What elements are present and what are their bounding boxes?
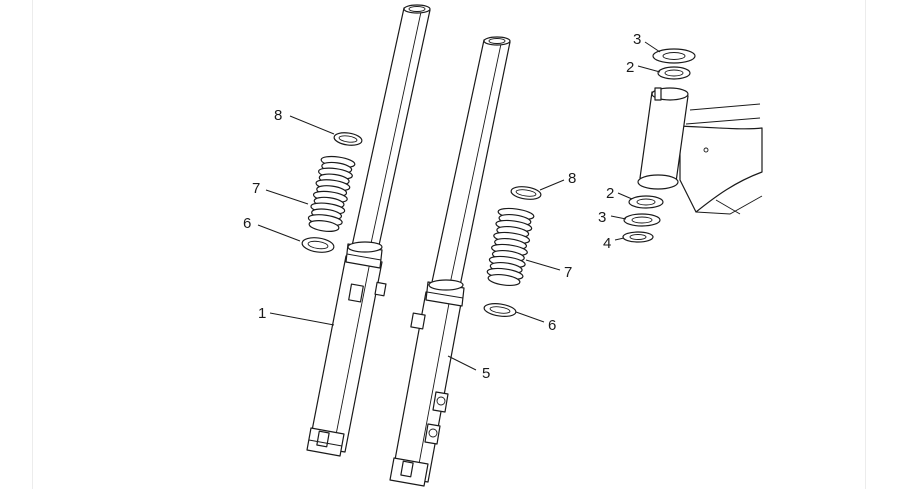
left-dust-clip-top-inner [338,135,358,143]
right-stanchion-cap-inner [488,38,506,44]
right-axle-clamp [400,460,414,478]
leader-right-clip-bottom [515,311,545,323]
callout-right-boot: 7 [564,264,572,281]
right-rubber-boot [486,207,535,287]
lower-bearing-ring [628,195,664,209]
left-stanchion-tube [351,7,431,251]
callout-left-clip-top: 8 [274,107,282,124]
upper-bearing-seal-ring [652,48,696,64]
left-collar-top [347,241,383,253]
left-dust-clip-bottom-inner [307,240,329,250]
callout-right-clip-top: 8 [568,170,576,187]
right-dust-clip-bottom [483,303,517,317]
right-caliper-bolt-lower [428,428,438,438]
frame-brace [715,199,741,215]
left-foot-line [308,439,343,447]
leader-right-clip-top [539,179,565,191]
callout-left-fork-leg: 1 [258,305,266,322]
callout-layer: 1 5 8 7 6 8 7 6 3 2 2 3 4 [243,31,661,382]
leader-lower-seal [610,215,627,220]
frame-gusset [679,125,763,213]
right-dust-clip-top [510,186,542,200]
left-boot-fold-11 [308,220,340,232]
right-collar-ring [426,291,464,299]
right-slider-highlight [415,297,451,481]
leader-left-clip-bottom [257,224,301,242]
lower-bearing-hole [636,198,656,206]
leader-left-fork-leg [269,312,335,326]
leader-lower-bearing [617,192,633,200]
left-dust-clip-top [333,132,363,146]
callout-lower-washer: 4 [603,235,611,252]
leader-right-boot [525,259,561,271]
leader-left-clip-top [289,115,335,135]
left-dust-clip-bottom [301,237,335,253]
callout-lower-bearing: 2 [606,185,614,202]
leader-lower-washer [614,237,625,241]
right-boot-fold-11 [487,273,521,287]
left-slider-highlight [332,261,371,451]
lower-bearing-seal-hole [631,216,653,224]
left-stanchion-highlight [369,11,422,249]
frame-rail-top-1 [689,103,761,111]
leader-right-fork-leg [447,355,477,371]
right-collar-top [428,279,464,291]
right-caliper-mount-upper [432,391,449,413]
left-collar-ring [346,253,382,261]
callout-right-fork-leg: 5 [482,365,490,382]
right-stanchion-highlight [449,43,502,285]
right-seal-kit [483,186,542,317]
right-fork-assembly [389,36,511,487]
right-dust-clip-bottom-inner [489,306,511,314]
left-fork-assembly [306,4,431,457]
left-slider-lug-side [374,281,387,297]
left-stanchion-cap-inner [408,6,426,12]
callout-upper-bearing: 2 [626,59,634,76]
upper-bearing-seal-hole [662,52,686,60]
head-tube-bottom [637,174,679,190]
lower-washer-ring [622,231,654,243]
upper-bearing-ring [657,66,691,80]
callout-upper-seal: 3 [633,31,641,48]
upper-bearing-hole [664,69,684,77]
left-axle-clamp [316,430,330,448]
right-caliper-mount-lower [424,423,441,445]
right-lower-slider [391,291,463,483]
frame-down-tube [695,195,763,215]
left-lower-slider [308,255,383,453]
leader-upper-bearing [637,65,661,73]
left-slider-lug-upper [348,283,364,303]
frame-rail-top-2 [685,117,761,125]
lower-washer-hole [629,234,647,240]
right-slider-lug [410,312,426,330]
leader-upper-seal [644,41,661,53]
callout-left-boot: 7 [252,180,260,197]
left-rubber-boot [307,155,356,232]
callout-left-clip-bottom: 6 [243,215,251,232]
steering-head-assembly [622,48,763,243]
head-tube-notch [654,87,662,101]
callout-right-clip-bottom: 6 [548,317,556,334]
left-seal-kit [301,132,363,253]
callout-lower-seal: 3 [598,209,606,226]
frame-hole [703,147,709,153]
right-dust-clip-top-inner [515,189,537,197]
lower-bearing-seal-ring [623,213,661,227]
diagram-frame [32,0,866,489]
leader-left-boot [265,189,309,205]
right-caliper-bolt-upper [436,396,446,406]
